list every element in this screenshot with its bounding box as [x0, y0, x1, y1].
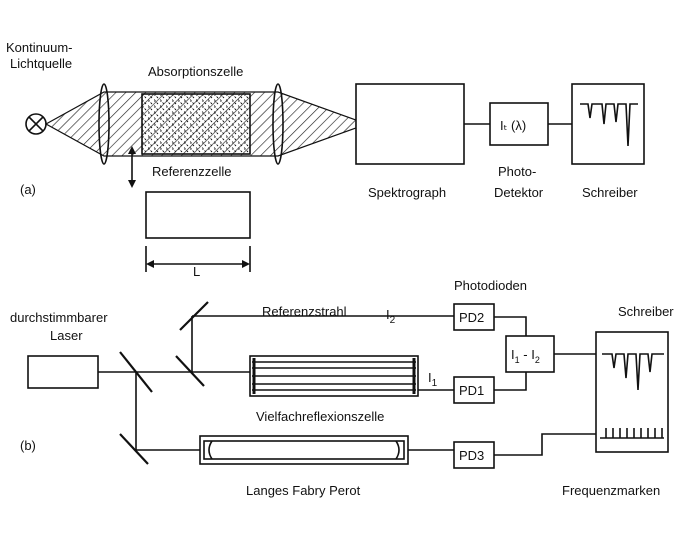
spectrograph-label: Spektrograph: [368, 185, 446, 200]
i1-label: I1: [428, 370, 438, 389]
length-label: L: [193, 264, 200, 279]
length-dimension: [145, 246, 251, 272]
spectrum-trace-a: [580, 103, 638, 147]
multipass-cell: [249, 355, 419, 397]
recorder-box-a: [571, 83, 645, 165]
pd3-box: [453, 441, 495, 469]
photodiodes-label: Photodioden: [454, 278, 527, 293]
laser-label-line1: durchstimmbarer: [10, 310, 108, 325]
beamsplitter-2: [175, 355, 205, 387]
reference-cell-label: Referenzzelle: [152, 164, 232, 179]
difference-box: [505, 335, 555, 373]
detector-label-line2: Detektor: [494, 185, 544, 200]
recorder-label-b: Schreiber: [618, 304, 674, 319]
frequency-marker-trace: [600, 428, 664, 439]
multipass-cell-label: Vielfachreflexionszelle: [256, 409, 384, 424]
laser-label-line2: Laser: [50, 328, 83, 343]
spectrograph-box: [355, 83, 465, 165]
absorption-cell-label: Absorptionszelle: [148, 64, 243, 79]
difference-box-text: I1 - I2: [511, 347, 540, 365]
lens-right: [272, 83, 284, 165]
absorption-cell: [141, 93, 251, 155]
recorder-box-b: [595, 331, 669, 453]
i2-label: I2: [386, 307, 396, 326]
source-label-line1: Kontinuum-: [6, 40, 72, 55]
fabry-perot-cavity: [199, 435, 409, 465]
source-label-line2: Lichtquelle: [10, 56, 72, 71]
pd3-label: PD3: [459, 448, 484, 463]
reference-cell: [145, 191, 251, 239]
frequency-marks-label: Frequenzmarken: [562, 483, 660, 498]
part-a-tag: (a): [20, 182, 36, 197]
mirror-lower: [119, 433, 149, 465]
fabry-perot-label: Langes Fabry Perot: [246, 483, 361, 498]
spectrum-trace-b: [602, 353, 664, 391]
pd1-box: [453, 376, 495, 404]
light-source-icon: [25, 113, 47, 135]
pd2-label: PD2: [459, 310, 484, 325]
part-b: Photodioden durchstimmbarer Laser Refere…: [10, 278, 674, 498]
exchange-arrow: [128, 146, 136, 188]
recorder-label-a: Schreiber: [582, 185, 638, 200]
lens-left: [98, 83, 110, 165]
pd1-label: PD1: [459, 383, 484, 398]
laser-box: [27, 355, 99, 389]
detector-label-line1: Photo-: [498, 164, 536, 179]
part-b-tag: (b): [20, 438, 36, 453]
detector-box-text: Iₜ (λ): [500, 118, 526, 133]
pd2-box: [453, 303, 495, 331]
part-a: Kontinuum- Lichtquelle Absorptionszelle …: [6, 40, 645, 279]
